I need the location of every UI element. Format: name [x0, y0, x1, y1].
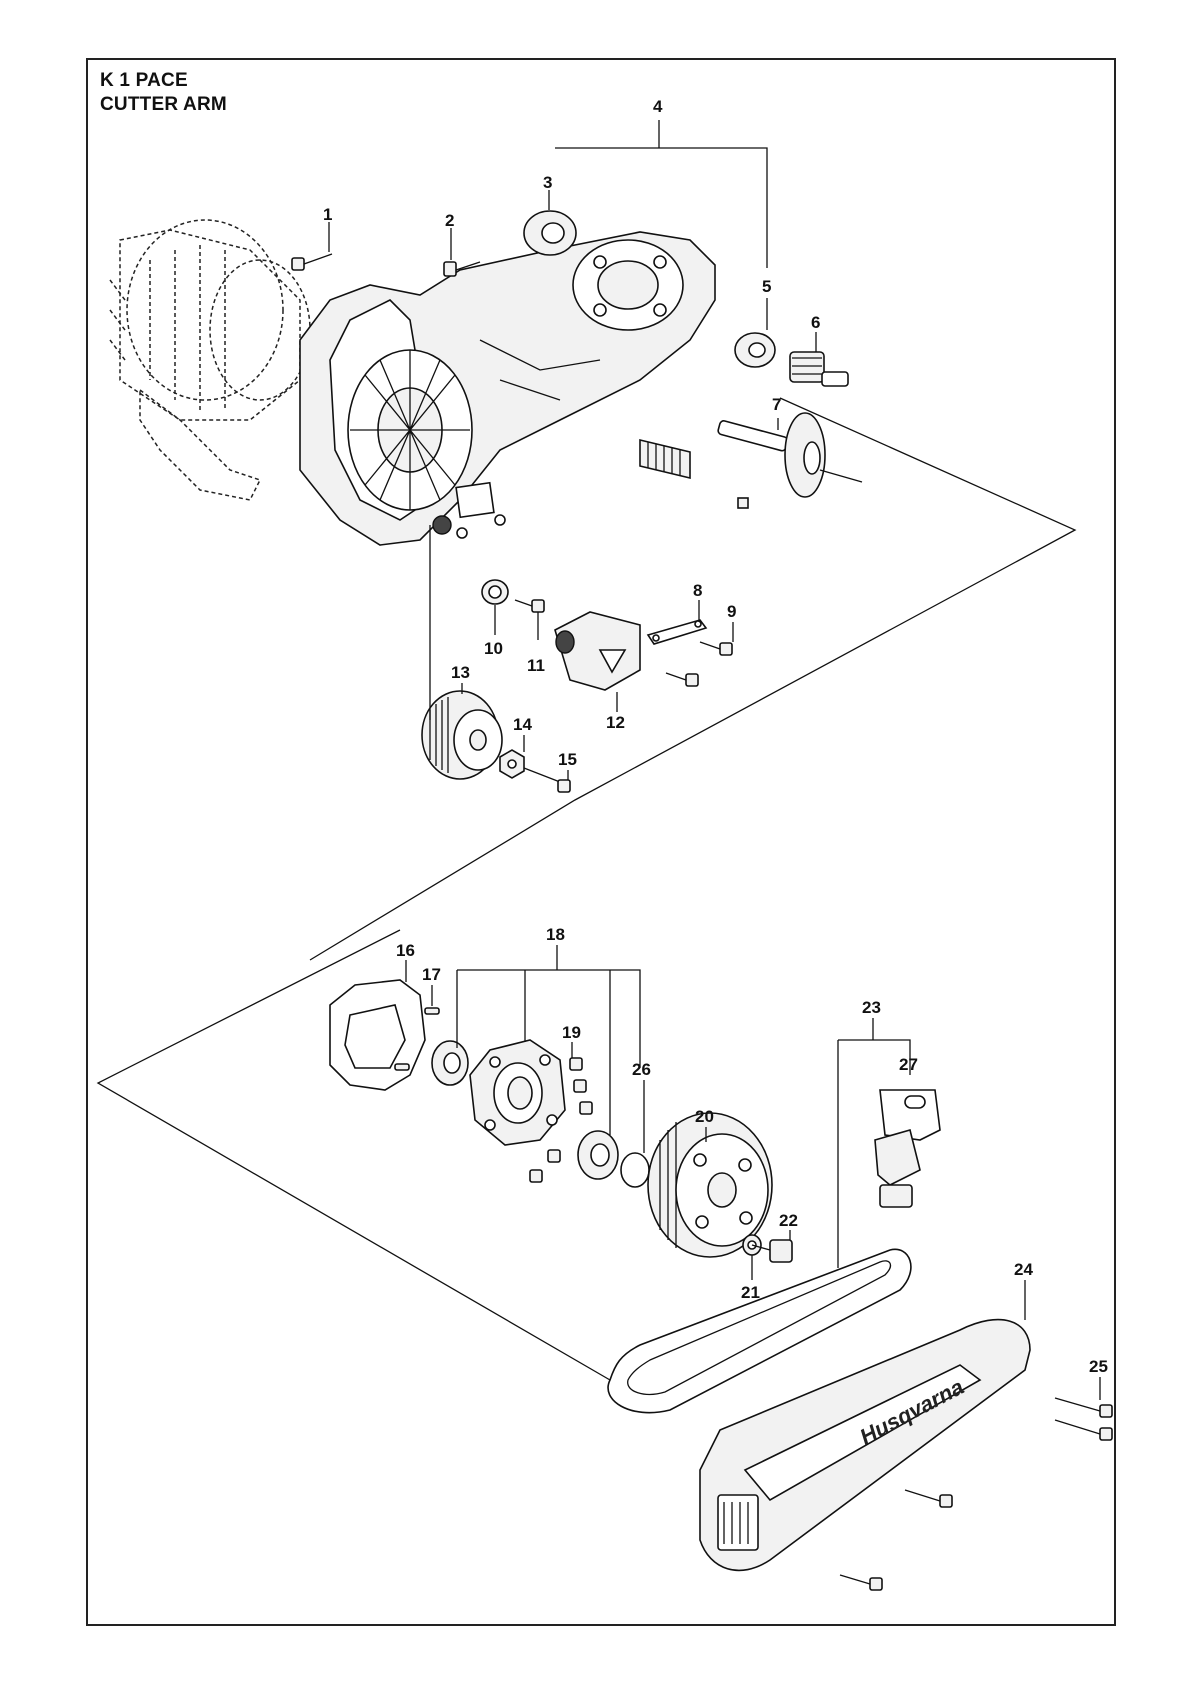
callout-8: 8	[693, 581, 702, 600]
part-6-pinion	[789, 351, 849, 387]
callout-5: 5	[762, 277, 771, 296]
part-7-gear-shaft	[717, 412, 863, 498]
callout-26: 26	[632, 1060, 651, 1079]
part-1-screw	[291, 253, 333, 271]
model-title: K 1 PACE	[100, 70, 188, 91]
cutter-arm-housing	[299, 231, 716, 546]
part-27-belt-tool	[874, 1089, 941, 1208]
callout-12: 12	[606, 713, 625, 732]
motor-ghost	[109, 219, 311, 501]
leader-lines	[328, 120, 1101, 1400]
callout-27: 27	[899, 1055, 918, 1074]
assembly-boundary-upper	[309, 397, 1077, 961]
diagram-frame	[86, 58, 1116, 1626]
callout-2: 2	[445, 211, 454, 230]
part-8-plate	[646, 619, 708, 645]
tensioner-spring	[639, 438, 749, 509]
callout-9: 9	[727, 602, 736, 621]
part-2-screw	[443, 261, 481, 277]
part-13-pulley	[421, 690, 503, 780]
callout-19: 19	[562, 1023, 581, 1042]
callout-4: 4	[653, 97, 663, 116]
callout-11: 11	[527, 656, 545, 675]
callout-22: 22	[779, 1211, 798, 1230]
callout-24: 24	[1014, 1260, 1033, 1279]
callout-7: 7	[772, 395, 781, 414]
part-26-circlip	[620, 1152, 650, 1188]
callout-10: 10	[484, 639, 503, 658]
callout-1: 1	[323, 205, 332, 224]
part-25-screws	[839, 1397, 1113, 1591]
part-9-screws	[665, 641, 733, 687]
part-23-drive-belt	[607, 1248, 912, 1414]
callout-14: 14	[513, 715, 532, 734]
part-10-washer	[481, 579, 509, 605]
assembly-boundary-lower	[96, 929, 611, 1381]
callout-16: 16	[396, 941, 415, 960]
callout-17: 17	[422, 965, 441, 984]
hub-bearing-right	[577, 1130, 619, 1180]
part-20-belt-pulley	[647, 1112, 773, 1258]
hub-bearing-left	[431, 1040, 469, 1086]
part-3-bearing	[523, 210, 577, 256]
callout-13: 13	[451, 663, 470, 682]
part-17-pins	[394, 1007, 440, 1071]
callout-15: 15	[558, 750, 577, 769]
part-24-belt-guard: Husqvarna	[699, 1318, 1031, 1572]
part-22-bolt	[751, 1239, 793, 1263]
callout-6: 6	[811, 313, 820, 332]
callout-25: 25	[1089, 1357, 1108, 1376]
part-16-gasket	[329, 979, 426, 1091]
callout-21: 21	[741, 1283, 760, 1302]
part-14-nut	[499, 749, 525, 779]
part-15-screw	[523, 767, 571, 793]
callout-23: 23	[862, 998, 881, 1017]
part-18-hub-flange	[469, 1039, 566, 1146]
part-19-screws	[529, 1057, 593, 1183]
section-title: CUTTER ARM	[100, 94, 227, 115]
callout-18: 18	[546, 925, 565, 944]
part-5-bearing	[734, 332, 776, 368]
callout-20: 20	[695, 1107, 714, 1126]
part-12-tensioner-block	[554, 611, 641, 691]
part-11-screw	[514, 599, 545, 613]
callout-3: 3	[543, 173, 552, 192]
